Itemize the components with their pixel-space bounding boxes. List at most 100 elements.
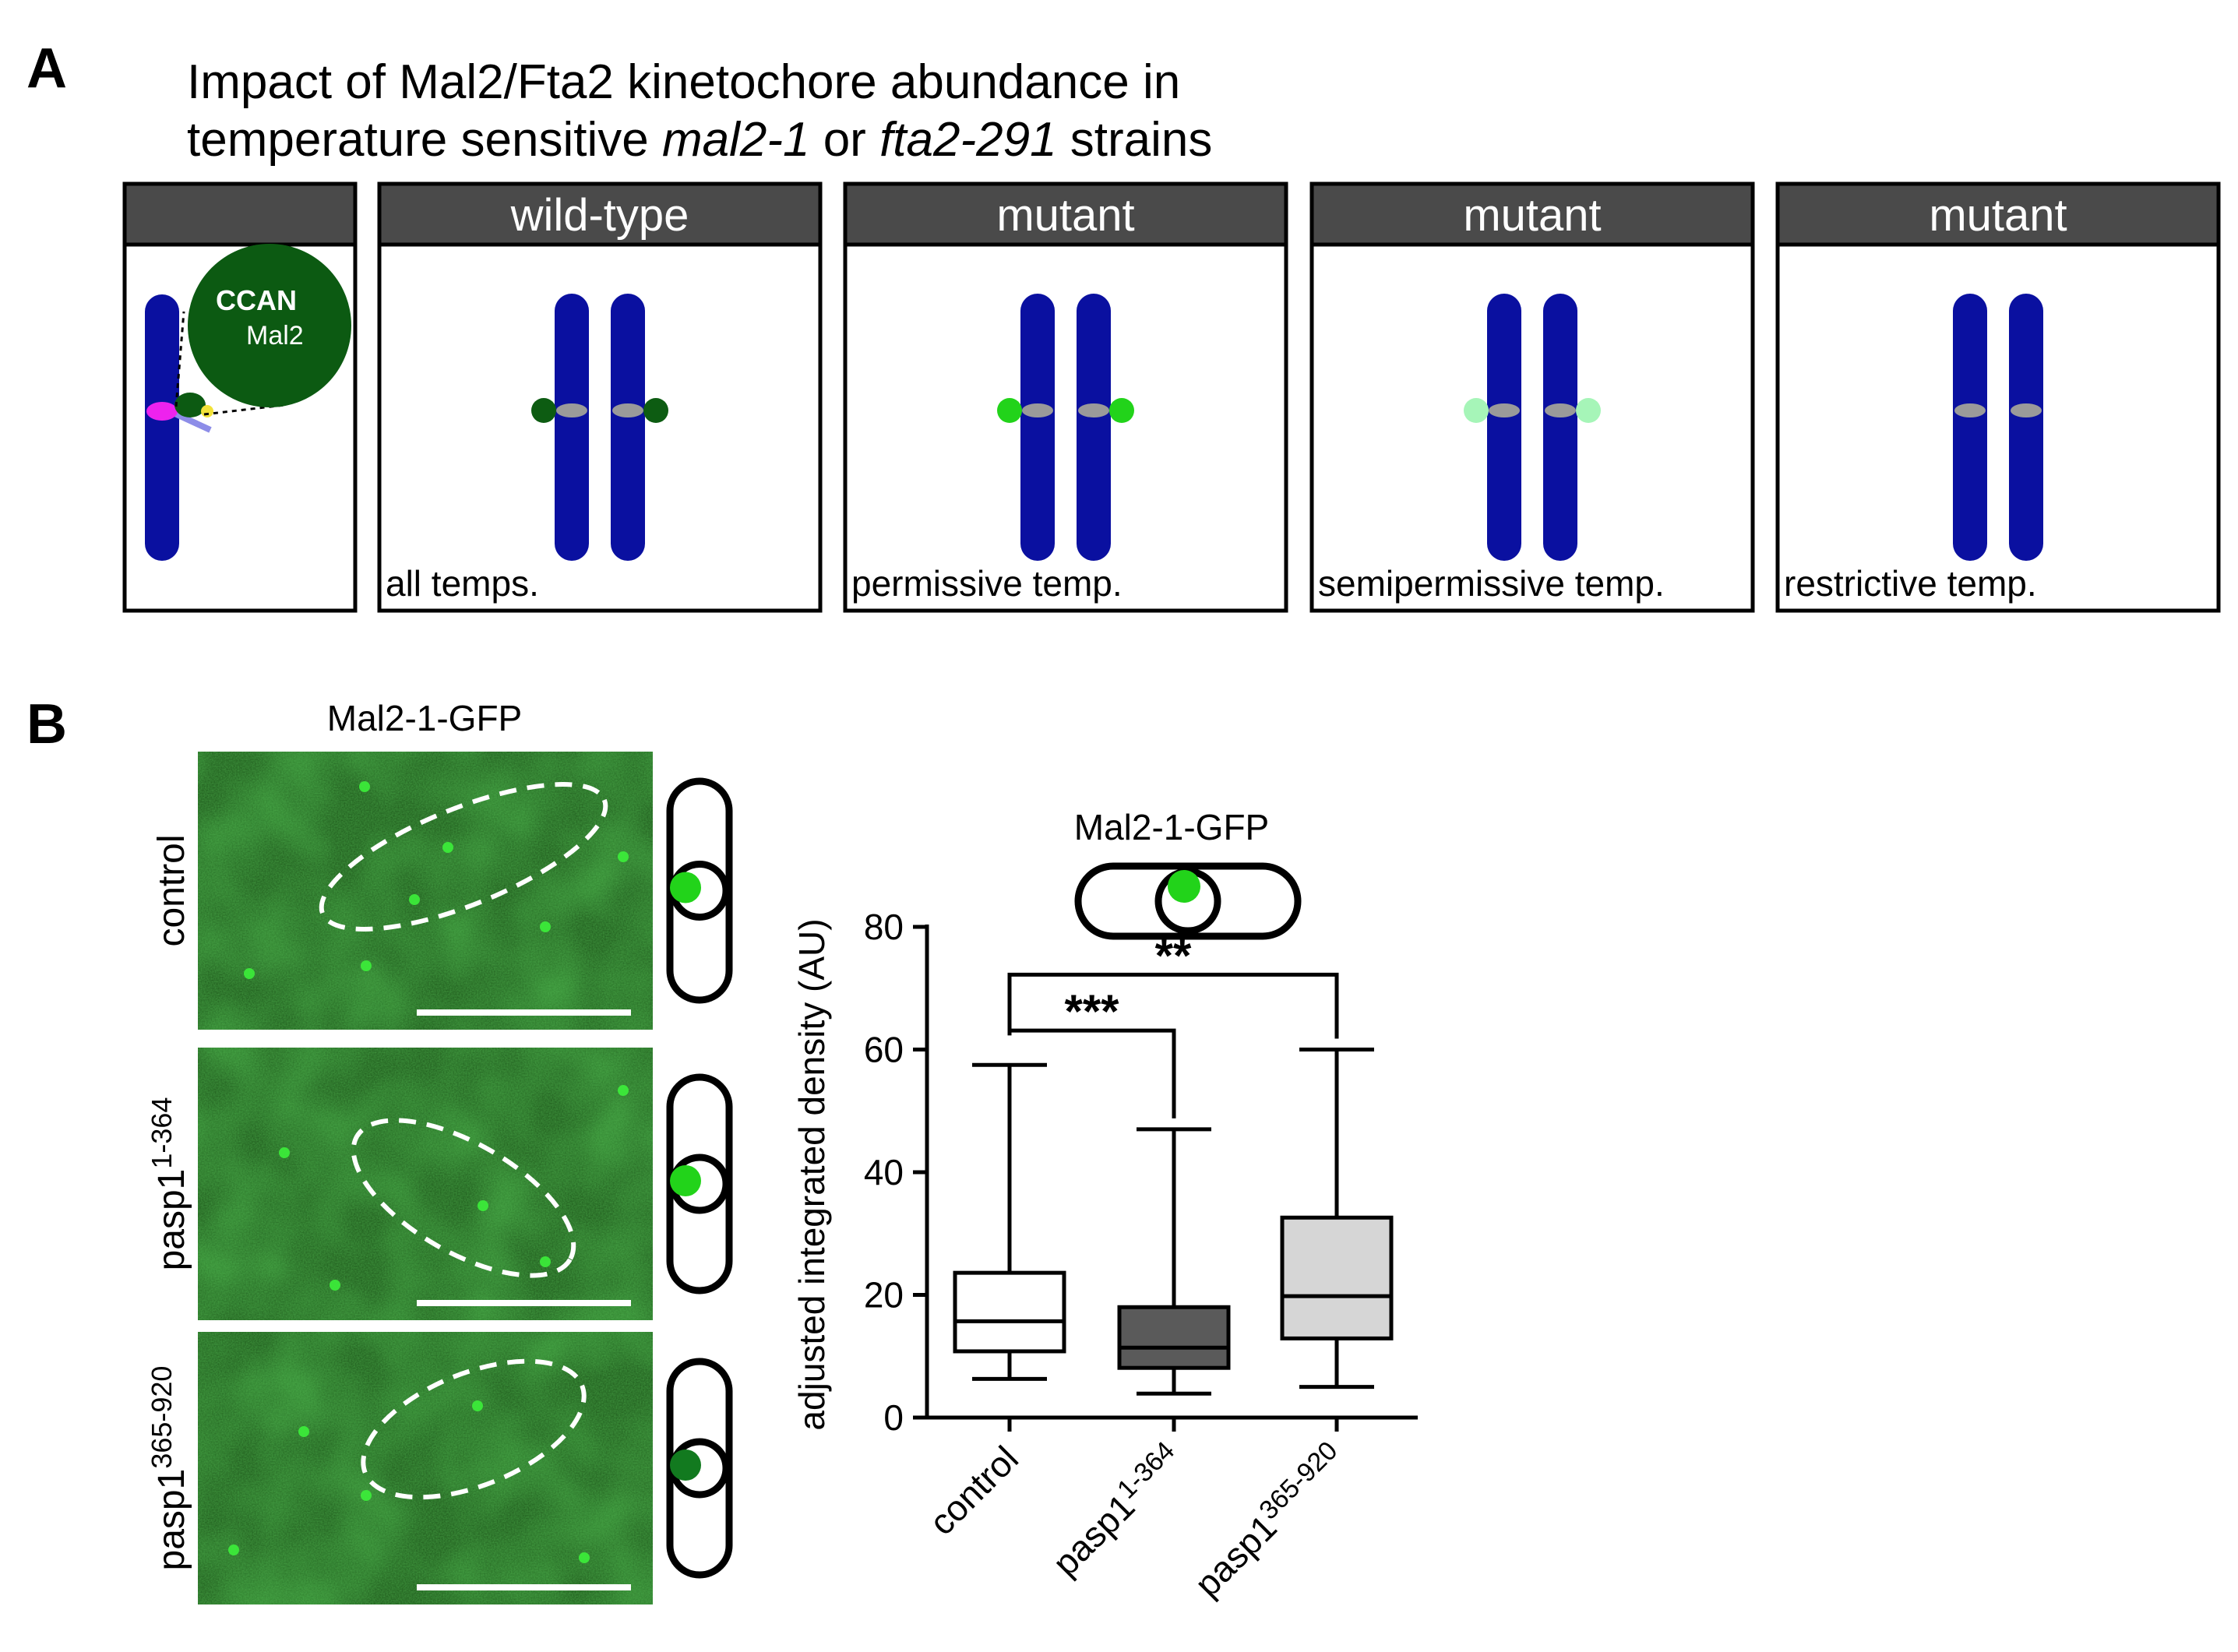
chromosome: [1543, 294, 1577, 561]
panel-a-title-line1: Impact of Mal2/Fta2 kinetochore abundanc…: [187, 55, 1180, 109]
box-header: [377, 181, 823, 247]
x-tick-label: pasp11-364: [1042, 1435, 1190, 1583]
x-tick-label-sup: 1-364: [1112, 1435, 1180, 1504]
cell-outline-dashed: [361, 1358, 587, 1500]
cell-outline-dashed: [351, 1118, 576, 1278]
box-caption: permissive temp.: [851, 563, 1123, 604]
bracket-line: [1007, 972, 1339, 1039]
kinetochore-dot: [1576, 398, 1601, 423]
gfp-spot: [409, 894, 420, 905]
box-frame: [1309, 181, 1755, 613]
x-tick-label-sup: 365-920: [1253, 1435, 1343, 1525]
kinetochore-schematic: CCAN Mal2: [122, 181, 358, 613]
cell-outline: [1074, 862, 1302, 940]
mal2-label: Mal2: [246, 321, 304, 350]
y-tick-label: 60: [864, 1030, 904, 1070]
row-label-main: pasp1: [151, 1469, 192, 1571]
box-header: [1309, 181, 1755, 247]
micrograph-row: control: [151, 752, 733, 1030]
kinetochore-outer: [201, 405, 213, 417]
sig-label: **: [1155, 929, 1192, 981]
micrograph-noise: [198, 1048, 653, 1320]
centromere: [1022, 403, 1053, 417]
row-label: pasp1365-920: [146, 1366, 192, 1571]
panel-a-letter: A: [26, 37, 67, 100]
box-0: [953, 1062, 1066, 1381]
gfp-spot: [361, 1490, 372, 1501]
row-label-main: control: [151, 834, 192, 946]
gfp-spot: [540, 1256, 551, 1267]
box-caption: restrictive temp.: [1784, 563, 2037, 604]
kinetochore-dot: [997, 398, 1022, 423]
row-label-sup: 1-364: [146, 1097, 178, 1169]
sig-bracket: ***: [1007, 985, 1176, 1118]
kinetochore-dot: [643, 398, 668, 423]
x-tick-label: control: [922, 1438, 1026, 1542]
box-header-label: mutant: [1463, 190, 1601, 241]
y-axis-label: adjusted integrated density (AU): [791, 918, 832, 1430]
title-line2-post: strains: [1057, 113, 1213, 167]
box-frame: [843, 181, 1288, 613]
box-caption: all temps.: [386, 563, 539, 604]
gfp-spot: [279, 1147, 290, 1158]
cell-icon-gfp-dot: [670, 872, 701, 903]
x-tick-label-main: control: [922, 1438, 1026, 1542]
x-tick-label: pasp1365-920: [1185, 1435, 1353, 1604]
centromere: [556, 403, 587, 417]
box-caption: semipermissive temp.: [1318, 563, 1665, 604]
box-1: [1117, 1127, 1231, 1396]
gfp-spot: [618, 1085, 629, 1096]
significance-brackets: *****: [1007, 929, 1339, 1118]
kinetochore-dot: [531, 398, 556, 423]
chromosome: [145, 294, 179, 561]
kinetochore-dot: [1109, 398, 1134, 423]
y-tick-label: 0: [883, 1397, 904, 1438]
box-plot: Mal2-1-GFP adjusted integrated density (…: [791, 807, 1418, 1604]
box-header-label: wild-type: [510, 190, 689, 241]
zoom-line-top: [174, 311, 185, 407]
cell-icon-gfp-dot: [670, 1165, 701, 1196]
gfp-spot: [579, 1552, 590, 1563]
microscopy-rows: control pasp1 1-364 pasp1365-920: [146, 752, 733, 1604]
bracket-line: [1007, 1028, 1176, 1118]
cell-icon-gfp-dot: [670, 1449, 701, 1481]
chromosome: [1077, 294, 1111, 561]
box-frame: [377, 181, 823, 613]
centromere: [1545, 403, 1576, 417]
centromere: [1078, 403, 1109, 417]
gfp-spot: [228, 1545, 239, 1555]
micrograph-noise: [198, 1332, 653, 1604]
ccan-circle: [188, 244, 351, 407]
y-tick-label: 40: [864, 1152, 904, 1192]
condition-box: mutant semipermissive temp.: [1309, 181, 1755, 613]
centromere: [612, 403, 643, 417]
title-line2-pre: temperature sensitive: [187, 113, 662, 167]
gfp-spot: [298, 1426, 309, 1437]
kinetochore-inner: [146, 402, 178, 421]
box-iqr: [1280, 1215, 1394, 1340]
micrograph-noise: [198, 752, 653, 1030]
ccan-label: CCAN: [216, 284, 297, 316]
chromosome: [555, 294, 589, 561]
box-header: [843, 181, 1288, 247]
box-iqr: [953, 1270, 1066, 1354]
box-iqr: [1117, 1305, 1231, 1370]
gfp-spot: [361, 960, 372, 971]
centromere: [2011, 403, 2042, 417]
box-frame: [1775, 181, 2221, 613]
chromosome: [1953, 294, 1987, 561]
title-gene2: fta2-291: [879, 113, 1057, 167]
chromosome: [1020, 294, 1055, 561]
title-gene1: mal2-1: [662, 113, 810, 167]
sig-bracket: **: [1007, 929, 1339, 1039]
y-tick-label: 80: [864, 907, 904, 947]
box-header: [1775, 181, 2221, 247]
row-label-sup: 365-920: [146, 1366, 178, 1469]
chromosome: [611, 294, 645, 561]
gfp-dot: [1168, 870, 1200, 903]
